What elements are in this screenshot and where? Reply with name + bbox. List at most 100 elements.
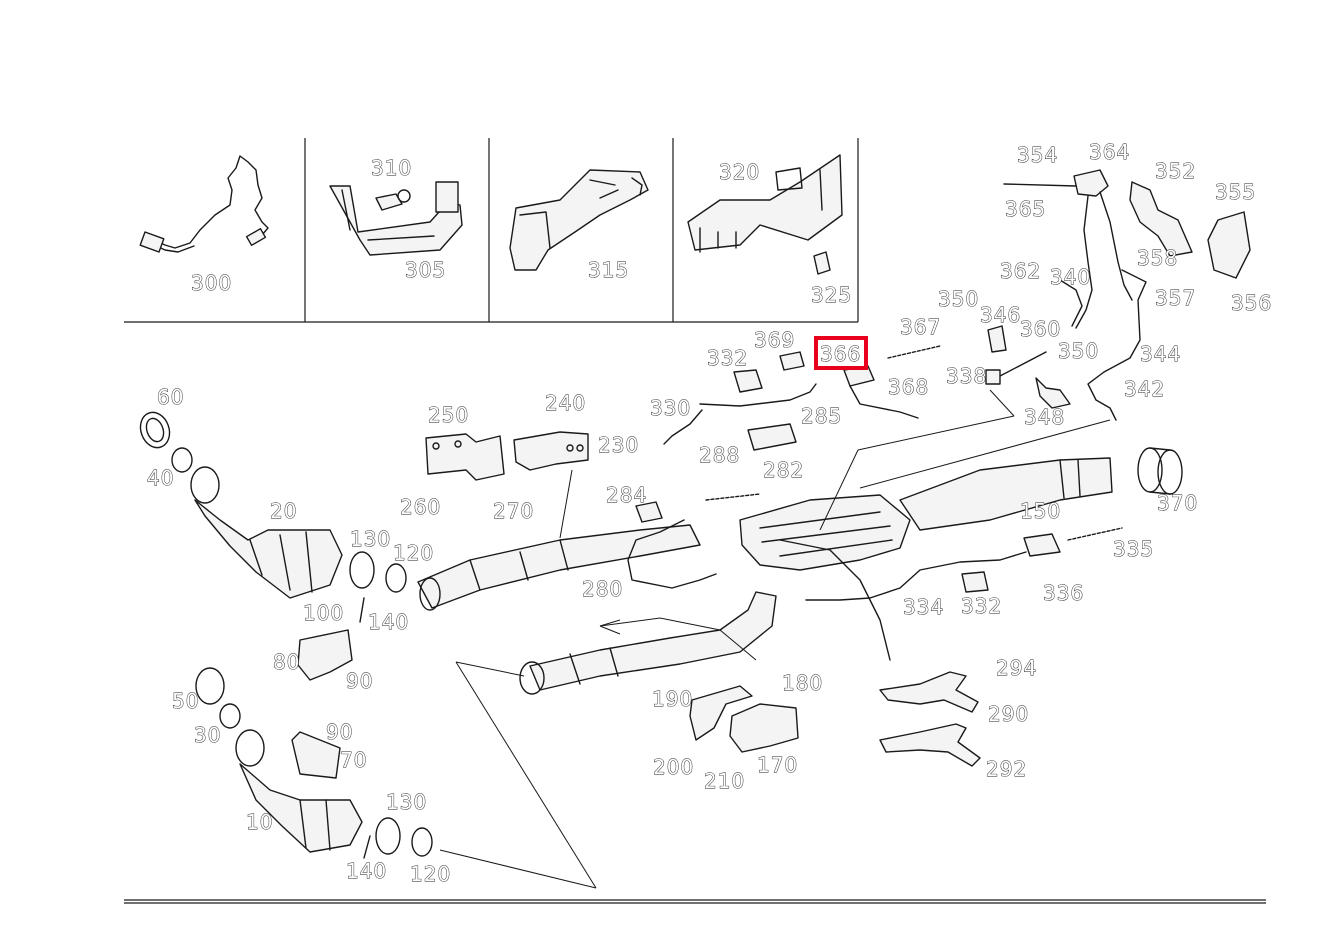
label-p190[interactable]: 190	[652, 687, 693, 712]
part-335-rod[interactable]	[1023, 527, 1123, 557]
label-p367[interactable]: 367	[900, 315, 941, 340]
label-p290[interactable]: 290	[988, 702, 1029, 727]
part-10-converter[interactable]	[235, 729, 363, 853]
part-332-clamp-upper[interactable]	[733, 369, 763, 393]
label-p130a[interactable]: 130	[350, 527, 391, 552]
label-p370[interactable]: 370	[1157, 491, 1198, 516]
label-p294[interactable]: 294	[996, 656, 1037, 681]
part-20-converter[interactable]	[190, 466, 343, 599]
label-p230[interactable]: 230	[598, 433, 639, 458]
label-p130b[interactable]: 130	[386, 790, 427, 815]
label-p332a[interactable]: 332	[707, 346, 748, 371]
part-330-sensor[interactable]	[663, 383, 817, 445]
label-p320[interactable]: 320	[719, 160, 760, 185]
part-365-364-probe[interactable]	[1003, 169, 1133, 329]
part-320-bracket[interactable]	[687, 154, 843, 253]
label-p310[interactable]: 310	[371, 156, 412, 181]
label-p280[interactable]: 280	[582, 577, 623, 602]
label-p344[interactable]: 344	[1140, 342, 1181, 367]
part-305-bracket[interactable]	[329, 181, 463, 256]
part-140-bolt-lower[interactable]	[363, 835, 371, 859]
label-p336[interactable]: 336	[1043, 581, 1084, 606]
label-p348[interactable]: 348	[1024, 405, 1065, 430]
label-p352[interactable]: 352	[1155, 159, 1196, 184]
part-80-bracket[interactable]	[297, 629, 353, 681]
label-p20[interactable]: 20	[270, 499, 297, 524]
part-288-mesh[interactable]	[747, 423, 797, 451]
label-p346[interactable]: 346	[980, 303, 1021, 328]
label-p40[interactable]: 40	[147, 466, 174, 491]
label-p355[interactable]: 355	[1215, 180, 1256, 205]
part-140-bolt-upper[interactable]	[359, 597, 365, 623]
label-p180[interactable]: 180	[782, 671, 823, 696]
label-p356[interactable]: 356	[1231, 291, 1272, 316]
label-p260[interactable]: 260	[400, 495, 441, 520]
part-280-sensor-line[interactable]	[627, 519, 891, 661]
label-p332b[interactable]: 332	[961, 594, 1002, 619]
label-p334[interactable]: 334	[903, 595, 944, 620]
label-p350a[interactable]: 350	[938, 287, 979, 312]
label-p140b[interactable]: 140	[346, 859, 387, 884]
part-346-clip[interactable]	[987, 325, 1007, 353]
part-315-heat-shield[interactable]	[509, 169, 649, 271]
label-p330[interactable]: 330	[650, 396, 691, 421]
label-p365[interactable]: 365	[1005, 197, 1046, 222]
label-p170[interactable]: 170	[757, 753, 798, 778]
part-352-bracket[interactable]	[1129, 181, 1193, 257]
part-lower-branch-pipe[interactable]	[519, 591, 777, 695]
label-p90b[interactable]: 90	[326, 720, 353, 745]
part-250-bracket[interactable]	[425, 433, 505, 481]
label-p140a[interactable]: 140	[368, 610, 409, 635]
part-290-heat-shield[interactable]	[879, 671, 979, 713]
label-p342[interactable]: 342	[1124, 377, 1165, 402]
part-284-clip[interactable]	[635, 501, 663, 523]
label-p292[interactable]: 292	[986, 757, 1027, 782]
part-370-clamp[interactable]	[1137, 447, 1183, 495]
part-334-sensor-line[interactable]	[805, 551, 1027, 601]
part-340-hose[interactable]	[1059, 279, 1083, 327]
label-p368[interactable]: 368	[888, 375, 929, 400]
label-p366[interactable]: 366	[820, 342, 861, 367]
part-360-pipe[interactable]	[985, 351, 1047, 385]
label-p200[interactable]: 200	[653, 755, 694, 780]
label-p100[interactable]: 100	[303, 601, 344, 626]
part-357-hose[interactable]	[1087, 269, 1147, 421]
part-170-hanger[interactable]	[729, 703, 799, 753]
label-p150[interactable]: 150	[1020, 499, 1061, 524]
part-369-connector[interactable]	[779, 351, 805, 371]
label-p10[interactable]: 10	[246, 810, 273, 835]
part-120-ring-upper[interactable]	[385, 563, 407, 593]
label-p282[interactable]: 282	[763, 458, 804, 483]
part-50-gasket[interactable]	[195, 667, 225, 705]
part-40-ring[interactable]	[171, 447, 193, 473]
label-p210[interactable]: 210	[704, 769, 745, 794]
part-190-bracket[interactable]	[689, 685, 753, 741]
label-p354[interactable]: 354	[1017, 143, 1058, 168]
part-130-clamp-upper[interactable]	[349, 551, 375, 589]
part-230-hanger[interactable]	[513, 431, 589, 471]
part-282-rod[interactable]	[705, 493, 761, 501]
label-p270[interactable]: 270	[493, 499, 534, 524]
label-p120b[interactable]: 120	[410, 862, 451, 887]
label-p70[interactable]: 70	[340, 748, 367, 773]
label-p364[interactable]: 364	[1089, 140, 1130, 165]
label-p350b[interactable]: 350	[1058, 339, 1099, 364]
label-p340[interactable]: 340	[1050, 265, 1091, 290]
label-p362[interactable]: 362	[1000, 259, 1041, 284]
label-p80[interactable]: 80	[273, 650, 300, 675]
part-70-bracket[interactable]	[291, 731, 341, 779]
part-292-heat-shield[interactable]	[879, 723, 981, 767]
label-p325[interactable]: 325	[811, 283, 852, 308]
part-300-sensor-cable[interactable]	[139, 155, 269, 253]
label-p369[interactable]: 369	[754, 328, 795, 353]
part-310-sensor[interactable]	[375, 189, 411, 211]
part-367-rod[interactable]	[887, 345, 941, 359]
label-p315[interactable]: 315	[588, 258, 629, 283]
label-p60[interactable]: 60	[157, 385, 184, 410]
label-p284[interactable]: 284	[606, 483, 647, 508]
part-325-connector[interactable]	[813, 251, 831, 275]
label-p360[interactable]: 360	[1020, 317, 1061, 342]
label-p335[interactable]: 335	[1113, 537, 1154, 562]
label-p120a[interactable]: 120	[393, 541, 434, 566]
label-p50[interactable]: 50	[172, 689, 199, 714]
